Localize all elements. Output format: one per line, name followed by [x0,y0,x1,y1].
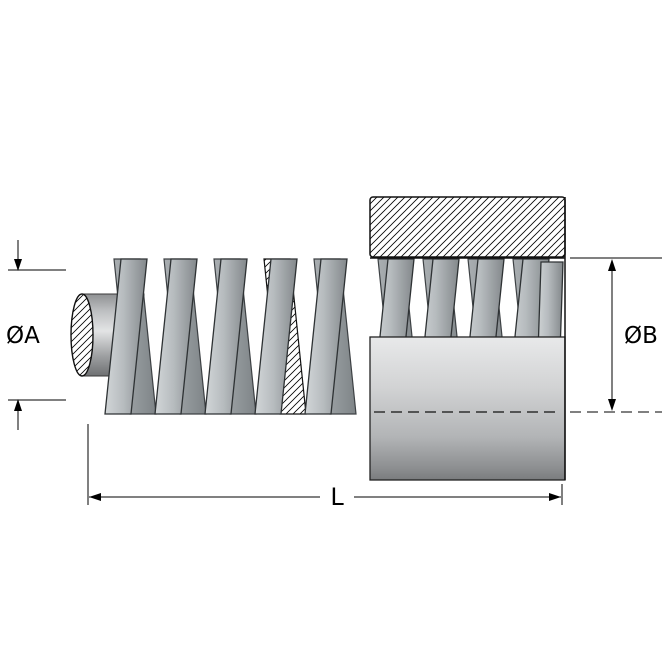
arrowhead-down [608,399,616,411]
spring-coil [154,258,198,415]
spring-coil [204,258,248,415]
spring-coil [104,258,148,415]
arrowhead-right [549,493,561,501]
arrowhead-left [89,493,101,501]
housing [369,196,566,481]
housing-body [369,336,566,481]
shaft-cut-face [70,293,94,377]
arrowhead-down [14,259,22,271]
length-label: L [330,483,344,511]
dimension-dia-b [570,257,662,413]
dimension-dia-a [8,240,66,430]
housing-section-hatch [369,196,566,258]
arrowhead-up [608,259,616,271]
dia-b-label: ØB [624,323,658,349]
arrowhead-up [14,399,22,411]
spring-coil [304,258,348,415]
dia-a-label: ØA [6,323,40,349]
dimension-length [87,424,563,505]
spring-coil [254,258,298,415]
